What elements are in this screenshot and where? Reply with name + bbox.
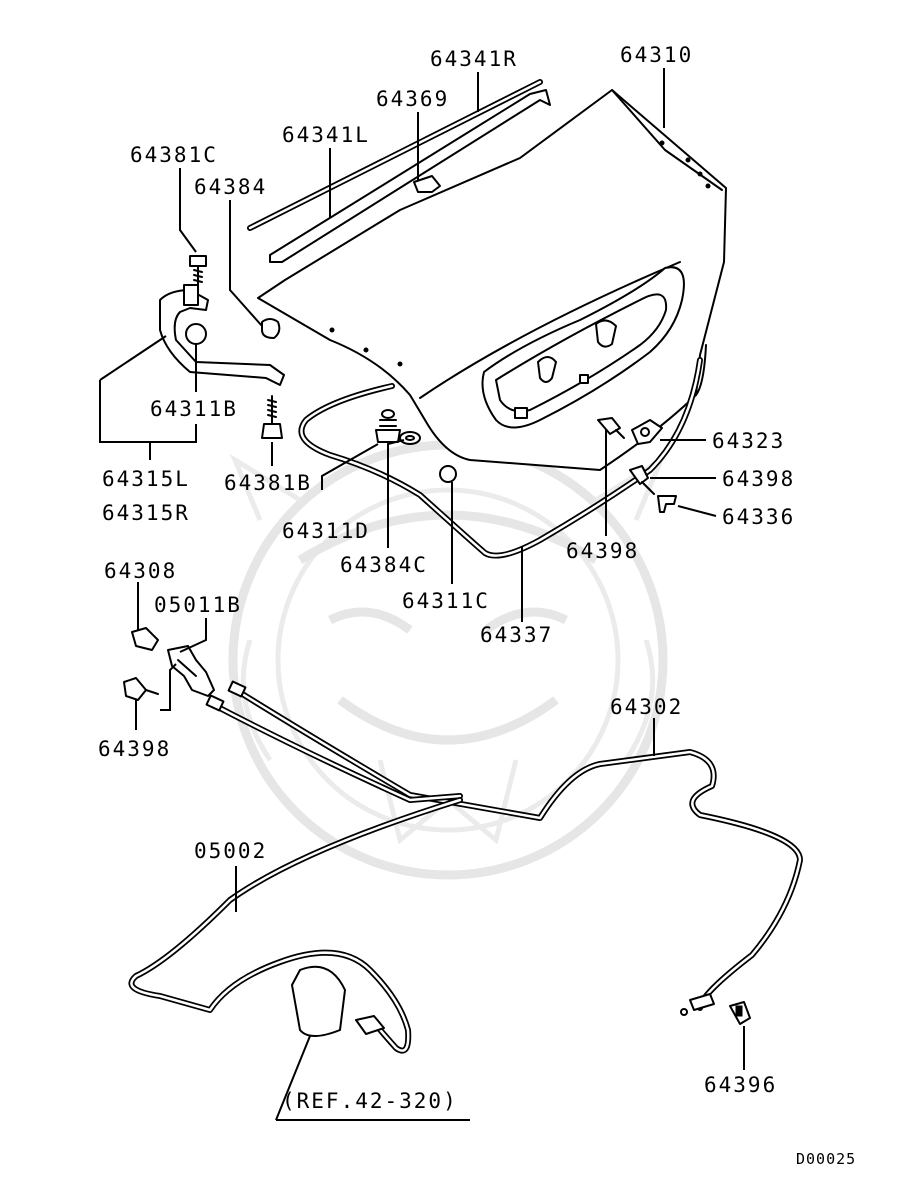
label-64384: 64384 — [194, 175, 267, 199]
label-64311D: 64311D — [282, 519, 370, 543]
trunk-hinge — [159, 284, 285, 386]
trunk-latch — [597, 417, 677, 513]
label-64315L: 64315L — [102, 467, 190, 491]
leader-lines — [99, 68, 745, 1121]
part-labels: 64310 64341R 64369 64341L 64381C 64384 6… — [98, 43, 856, 1168]
label-64310: 64310 — [620, 43, 693, 67]
label-05011B: 05011B — [154, 593, 242, 617]
label-64398-latch: 64398 — [722, 467, 795, 491]
fuel-release-cable — [128, 797, 463, 1054]
label-64323: 64323 — [712, 429, 785, 453]
label-64308: 64308 — [104, 559, 177, 583]
label-64381B: 64381B — [224, 471, 312, 495]
label-64302: 64302 — [610, 695, 683, 719]
weatherstrip — [298, 357, 703, 559]
label-64398-lock: 64398 — [98, 737, 171, 761]
label-64315R: 64315R — [102, 501, 190, 525]
watermark-emblem — [228, 440, 668, 880]
label-64341L: 64341L — [282, 123, 370, 147]
lock-cylinder-parts — [123, 627, 215, 701]
hinge-bolt-upper — [189, 255, 207, 286]
trunk-lid — [257, 89, 727, 471]
trunk-garnish — [247, 79, 551, 263]
label-64396: 64396 — [704, 1073, 777, 1097]
label-64398-striker: 64398 — [566, 539, 639, 563]
label-ref-42-320: (REF.42-320) — [282, 1089, 458, 1113]
label-64369: 64369 — [376, 87, 449, 111]
lid-bumpers — [375, 409, 457, 483]
label-64311C: 64311C — [402, 589, 490, 613]
label-64311B: 64311B — [150, 397, 238, 421]
label-64341R: 64341R — [430, 47, 518, 71]
release-cable — [205, 680, 803, 1016]
label-64384C: 64384C — [340, 553, 428, 577]
diagram-code: D00025 — [796, 1150, 856, 1168]
label-64337: 64337 — [480, 623, 553, 647]
label-05002: 05002 — [194, 839, 267, 863]
cable-clip — [729, 1001, 751, 1025]
hinge-bolt-lower — [261, 395, 283, 439]
label-64381C: 64381C — [130, 143, 218, 167]
label-64336: 64336 — [722, 505, 795, 529]
